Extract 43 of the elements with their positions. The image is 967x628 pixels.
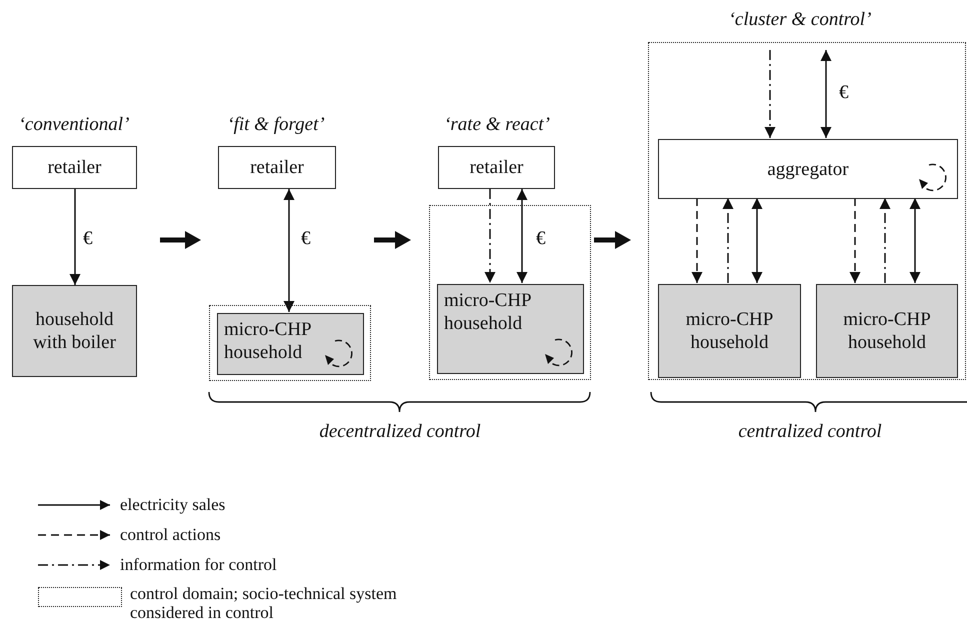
scenario-title: ‘fit & forget’ bbox=[227, 113, 325, 136]
control-domain-box bbox=[429, 205, 591, 380]
node-label: micro-CHP household bbox=[684, 308, 774, 354]
node-label: retailer bbox=[250, 156, 304, 179]
arrow bbox=[910, 198, 920, 283]
node-label: micro-CHP household bbox=[842, 308, 932, 354]
household-box bbox=[217, 313, 364, 375]
legend-text: control actions bbox=[120, 525, 221, 544]
node-label: retailer bbox=[48, 156, 102, 179]
scenario-title: ‘rate & react’ bbox=[444, 113, 550, 136]
node-label: micro-CHP household bbox=[224, 318, 312, 364]
aggregator-box bbox=[658, 139, 958, 199]
node-label: household with boiler bbox=[32, 308, 117, 354]
household-box bbox=[437, 284, 584, 374]
node-label: aggregator bbox=[767, 158, 849, 180]
node-label: micro-CHP household bbox=[444, 289, 532, 335]
bracket-label: decentralized control bbox=[319, 420, 481, 443]
retailer-box bbox=[438, 146, 555, 189]
arrow bbox=[850, 198, 860, 283]
node-label: retailer bbox=[470, 156, 524, 179]
household-box bbox=[658, 284, 801, 378]
legend-text: information for control bbox=[120, 555, 277, 574]
arrow bbox=[70, 189, 80, 285]
retailer-box bbox=[218, 146, 336, 189]
bracket-label: centralized control bbox=[738, 420, 882, 443]
arrow bbox=[484, 189, 496, 283]
arrow bbox=[516, 189, 528, 283]
retailer-box bbox=[12, 146, 137, 189]
arrow bbox=[722, 198, 734, 283]
arrow bbox=[284, 189, 294, 312]
control-domain-box bbox=[209, 305, 371, 381]
scenario-title: ‘conventional’ bbox=[18, 113, 130, 136]
household-box bbox=[816, 284, 958, 378]
control-domain-box bbox=[648, 42, 966, 380]
household-box bbox=[12, 285, 137, 377]
arrow bbox=[752, 198, 762, 283]
arrow bbox=[764, 50, 776, 138]
arrow bbox=[820, 50, 832, 138]
arrow bbox=[692, 198, 702, 283]
legend-text: electricity sales bbox=[120, 495, 226, 514]
legend-text: control domain; socio-technical system considered in control bbox=[130, 584, 398, 622]
arrow bbox=[880, 198, 890, 283]
scenario-title: ‘cluster & control’ bbox=[728, 8, 872, 31]
